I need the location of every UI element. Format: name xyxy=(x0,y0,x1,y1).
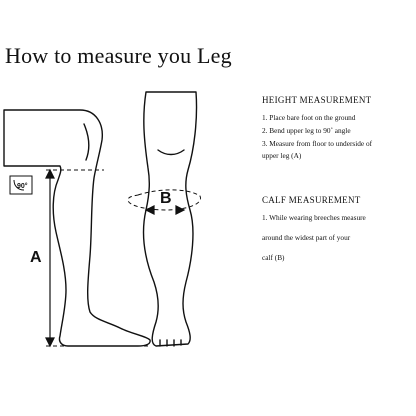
height-measurement-section: HEIGHT MEASUREMENT 1. Place bare foot on… xyxy=(262,95,372,163)
angle-arc xyxy=(13,179,25,191)
front-toes xyxy=(159,339,182,347)
height-step: 2. Bend upper leg to 90˚ angle xyxy=(262,125,351,135)
calf-measure-loop xyxy=(127,189,202,211)
angle-label: 90° xyxy=(17,182,28,190)
calf-arrow-right xyxy=(175,205,186,215)
angle-indicator-box xyxy=(9,175,33,195)
side-knee-crease xyxy=(83,123,90,161)
page-title: How to measure you Leg xyxy=(5,43,232,68)
height-heading: HEIGHT MEASUREMENT xyxy=(262,95,372,105)
label-b: B xyxy=(160,190,172,207)
calf-arrow-left xyxy=(144,205,155,215)
height-step: upper leg (A) xyxy=(262,151,302,161)
calf-line: around the widest part of your xyxy=(262,232,351,242)
calf-heading: CALF MEASUREMENT xyxy=(262,195,361,205)
height-step: 3. Measure from floor to underside of xyxy=(262,138,373,148)
calf-line: calf (B) xyxy=(262,252,285,262)
height-steps: 1. Place bare foot on the ground 2. Bend… xyxy=(262,112,372,163)
calf-measurement-section: CALF MEASUREMENT 1. While wearing breech… xyxy=(262,195,366,264)
calf-line: 1. While wearing breeches measure xyxy=(262,213,366,222)
height-arrow-bottom xyxy=(45,337,55,348)
front-leg-outline xyxy=(142,91,198,347)
height-arrow-top xyxy=(45,168,55,179)
height-step: 1. Place bare foot on the ground xyxy=(262,113,356,122)
front-knee-line xyxy=(157,149,185,156)
label-a: A xyxy=(30,249,42,266)
side-leg-outline xyxy=(3,109,151,347)
